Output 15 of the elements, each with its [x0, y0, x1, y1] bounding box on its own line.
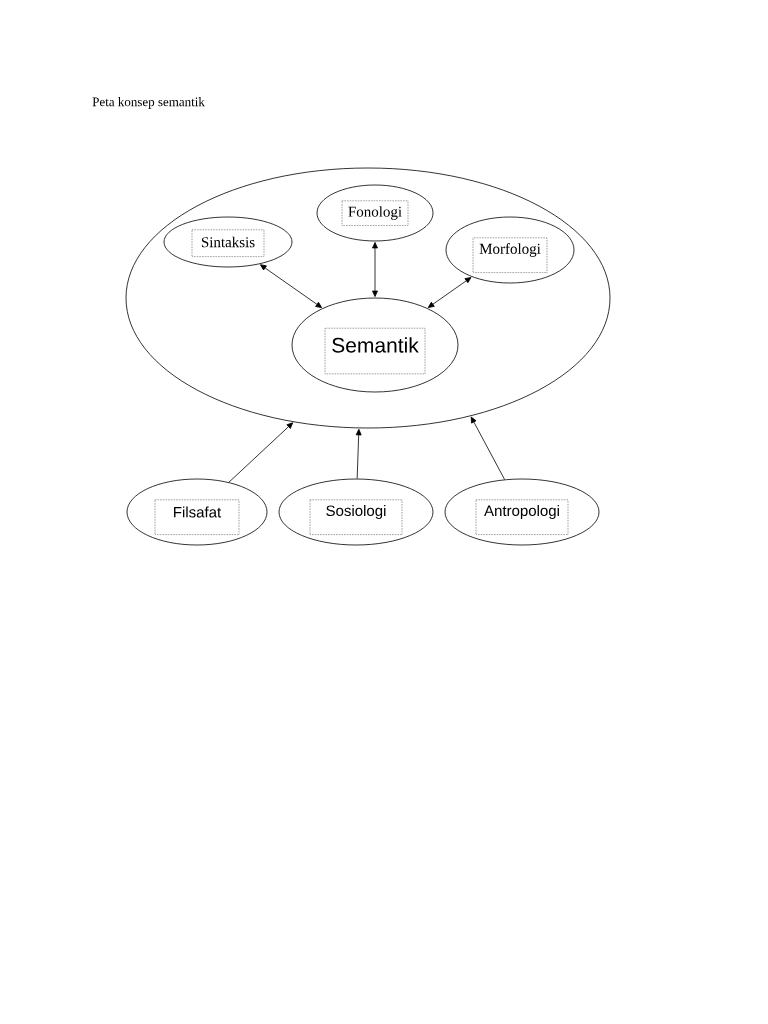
- ellipse-node: Filsafat: [126, 478, 268, 546]
- ellipse-node: Fonologi: [316, 184, 434, 242]
- arrow: [260, 264, 323, 308]
- arrow: [228, 422, 294, 483]
- arrow: [470, 416, 505, 480]
- arrow: [372, 242, 378, 297]
- title: Peta konsep semantik: [92, 97, 205, 109]
- ellipse-node: Sintaksis: [163, 216, 293, 268]
- enclosing-ellipse: [125, 167, 611, 429]
- ellipse-node: Antropologi: [444, 478, 600, 546]
- ellipse-node: Sosiologi: [278, 478, 434, 546]
- arrow: [355, 428, 362, 479]
- ellipse-node: Morfologi: [445, 216, 575, 284]
- ellipse-node: Semantik: [291, 297, 459, 393]
- arrow: [427, 277, 472, 308]
